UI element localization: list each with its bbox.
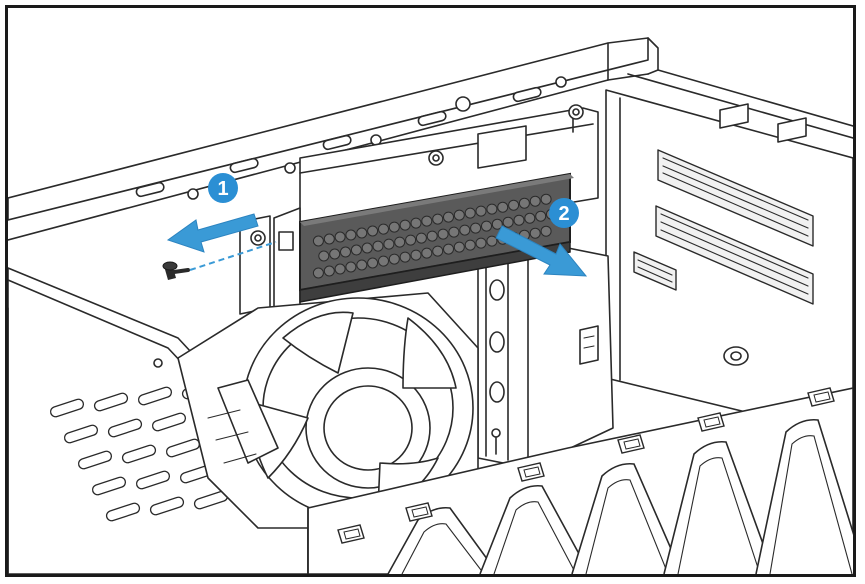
bracket-assembly: [273, 104, 599, 315]
rail-slots: [135, 76, 567, 200]
standoff: [723, 346, 749, 366]
pcie-slots: [633, 149, 814, 305]
bracket-perforation: [312, 193, 557, 279]
top-chassis-rail: [8, 37, 659, 241]
fan-icon: [177, 292, 479, 529]
step-2-number: 2: [558, 203, 569, 225]
floor-slots: [387, 418, 853, 574]
chassis-floor: [307, 387, 853, 574]
step-badge-1: 1: [208, 173, 238, 203]
diagram-frame: 1 2: [5, 5, 856, 577]
arrow-down-right-icon: [495, 225, 588, 277]
screw-guide-line: [189, 241, 277, 271]
left-partition: [239, 215, 271, 315]
step-1-number: 1: [217, 178, 228, 200]
center-divider: [477, 239, 614, 469]
step-badge-2: 2: [549, 198, 579, 228]
floor-tabs: [337, 387, 835, 544]
arrow-left-icon: [166, 213, 259, 253]
screw-icon: [162, 261, 190, 280]
chassis-illustration: 1 2: [8, 37, 853, 574]
